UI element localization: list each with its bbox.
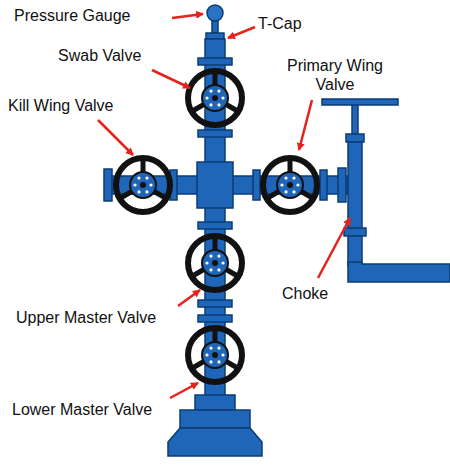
hub-bolt (280, 183, 283, 186)
handwheel (263, 158, 317, 212)
hub-bolt (296, 183, 299, 186)
hub-bolt (209, 360, 212, 363)
hub-bolt (292, 176, 295, 179)
hub-bolt (221, 96, 224, 99)
handwheel (188, 328, 242, 382)
hub-bolt (284, 190, 287, 193)
wheel-hub (202, 250, 228, 276)
wheel-hub (202, 342, 228, 368)
hub-center (212, 95, 218, 101)
hub-bolt (137, 176, 140, 179)
hub-bolt (292, 190, 295, 193)
hub-bolt (221, 353, 224, 356)
hub-bolt (209, 103, 212, 106)
hub-bolt (217, 360, 220, 363)
hub-bolt (217, 254, 220, 257)
wheel-rim (188, 71, 242, 125)
hub-bolt (217, 346, 220, 349)
part-label: Upper Master Valve (16, 308, 156, 327)
part-label: Lower Master Valve (12, 400, 152, 419)
hub-bolt (221, 261, 224, 264)
hub-bolt (205, 261, 208, 264)
handwheel (188, 236, 242, 290)
hub-center (212, 352, 218, 358)
hub-bolt (217, 103, 220, 106)
hub-bolt (205, 96, 208, 99)
handwheel (188, 71, 242, 125)
valve-handwheels (116, 71, 317, 382)
hub-center (212, 260, 218, 266)
part-label: T-Cap (258, 14, 302, 33)
hub-bolt (217, 268, 220, 271)
wheel-rim (188, 328, 242, 382)
wheel-hub (130, 172, 156, 198)
hub-bolt (209, 89, 212, 92)
hub-bolt (205, 353, 208, 356)
hub-bolt (284, 176, 287, 179)
part-label: Pressure Gauge (14, 6, 131, 25)
part-label: Swab Valve (58, 46, 141, 65)
wheel-hub (277, 172, 303, 198)
wheel-rim (116, 158, 170, 212)
part-label: Kill Wing Valve (8, 96, 114, 115)
hub-bolt (209, 254, 212, 257)
tree-body (104, 5, 450, 456)
hub-bolt (209, 346, 212, 349)
hub-bolt (133, 183, 136, 186)
hub-bolt (209, 268, 212, 271)
hub-bolt (149, 183, 152, 186)
wheel-rim (188, 236, 242, 290)
handwheel (116, 158, 170, 212)
hub-bolt (217, 89, 220, 92)
hub-center (287, 182, 293, 188)
hub-bolt (145, 190, 148, 193)
part-label: Choke (282, 284, 328, 303)
part-label: Primary Wing Valve (276, 56, 394, 94)
hub-bolt (145, 176, 148, 179)
wheel-rim (263, 158, 317, 212)
hub-center (140, 182, 146, 188)
wheel-hub (202, 85, 228, 111)
hub-bolt (137, 190, 140, 193)
